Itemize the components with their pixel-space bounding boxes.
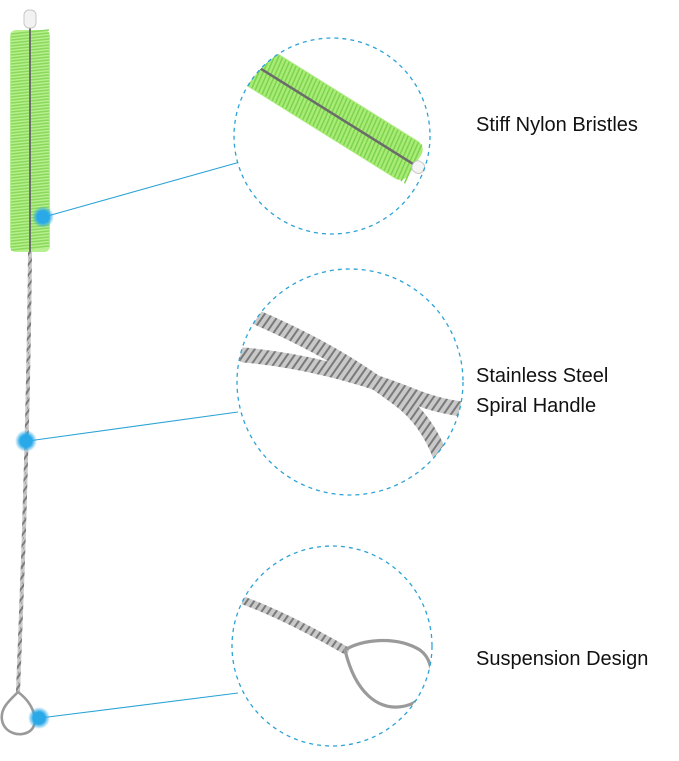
zoom-circle-handle <box>236 268 464 496</box>
brush <box>0 9 50 736</box>
callout-lines <box>27 161 241 719</box>
callout-dot-handle <box>15 430 37 452</box>
zoom-circle-suspension <box>231 545 433 747</box>
label-line: Suspension Design <box>476 648 649 670</box>
zoom-circle-bristles <box>233 37 431 235</box>
brush-spiral-handle <box>16 251 32 693</box>
callout-dots <box>15 206 54 729</box>
label-suspension-design: Suspension Design <box>476 644 648 674</box>
label-stainless-steel-spiral-handle: Stainless Steel Spiral Handle <box>476 361 608 421</box>
label-line: Stiff Nylon Bristles <box>476 114 638 136</box>
brush-bristle-head <box>10 22 50 255</box>
callout-dot-bristles <box>32 206 54 228</box>
label-line: Spiral Handle <box>476 395 597 417</box>
callout-dot-suspension <box>28 707 50 729</box>
label-line: Stainless Steel <box>476 365 609 387</box>
label-stiff-nylon-bristles: Stiff Nylon Bristles <box>476 110 638 140</box>
brush-tip <box>23 9 37 29</box>
